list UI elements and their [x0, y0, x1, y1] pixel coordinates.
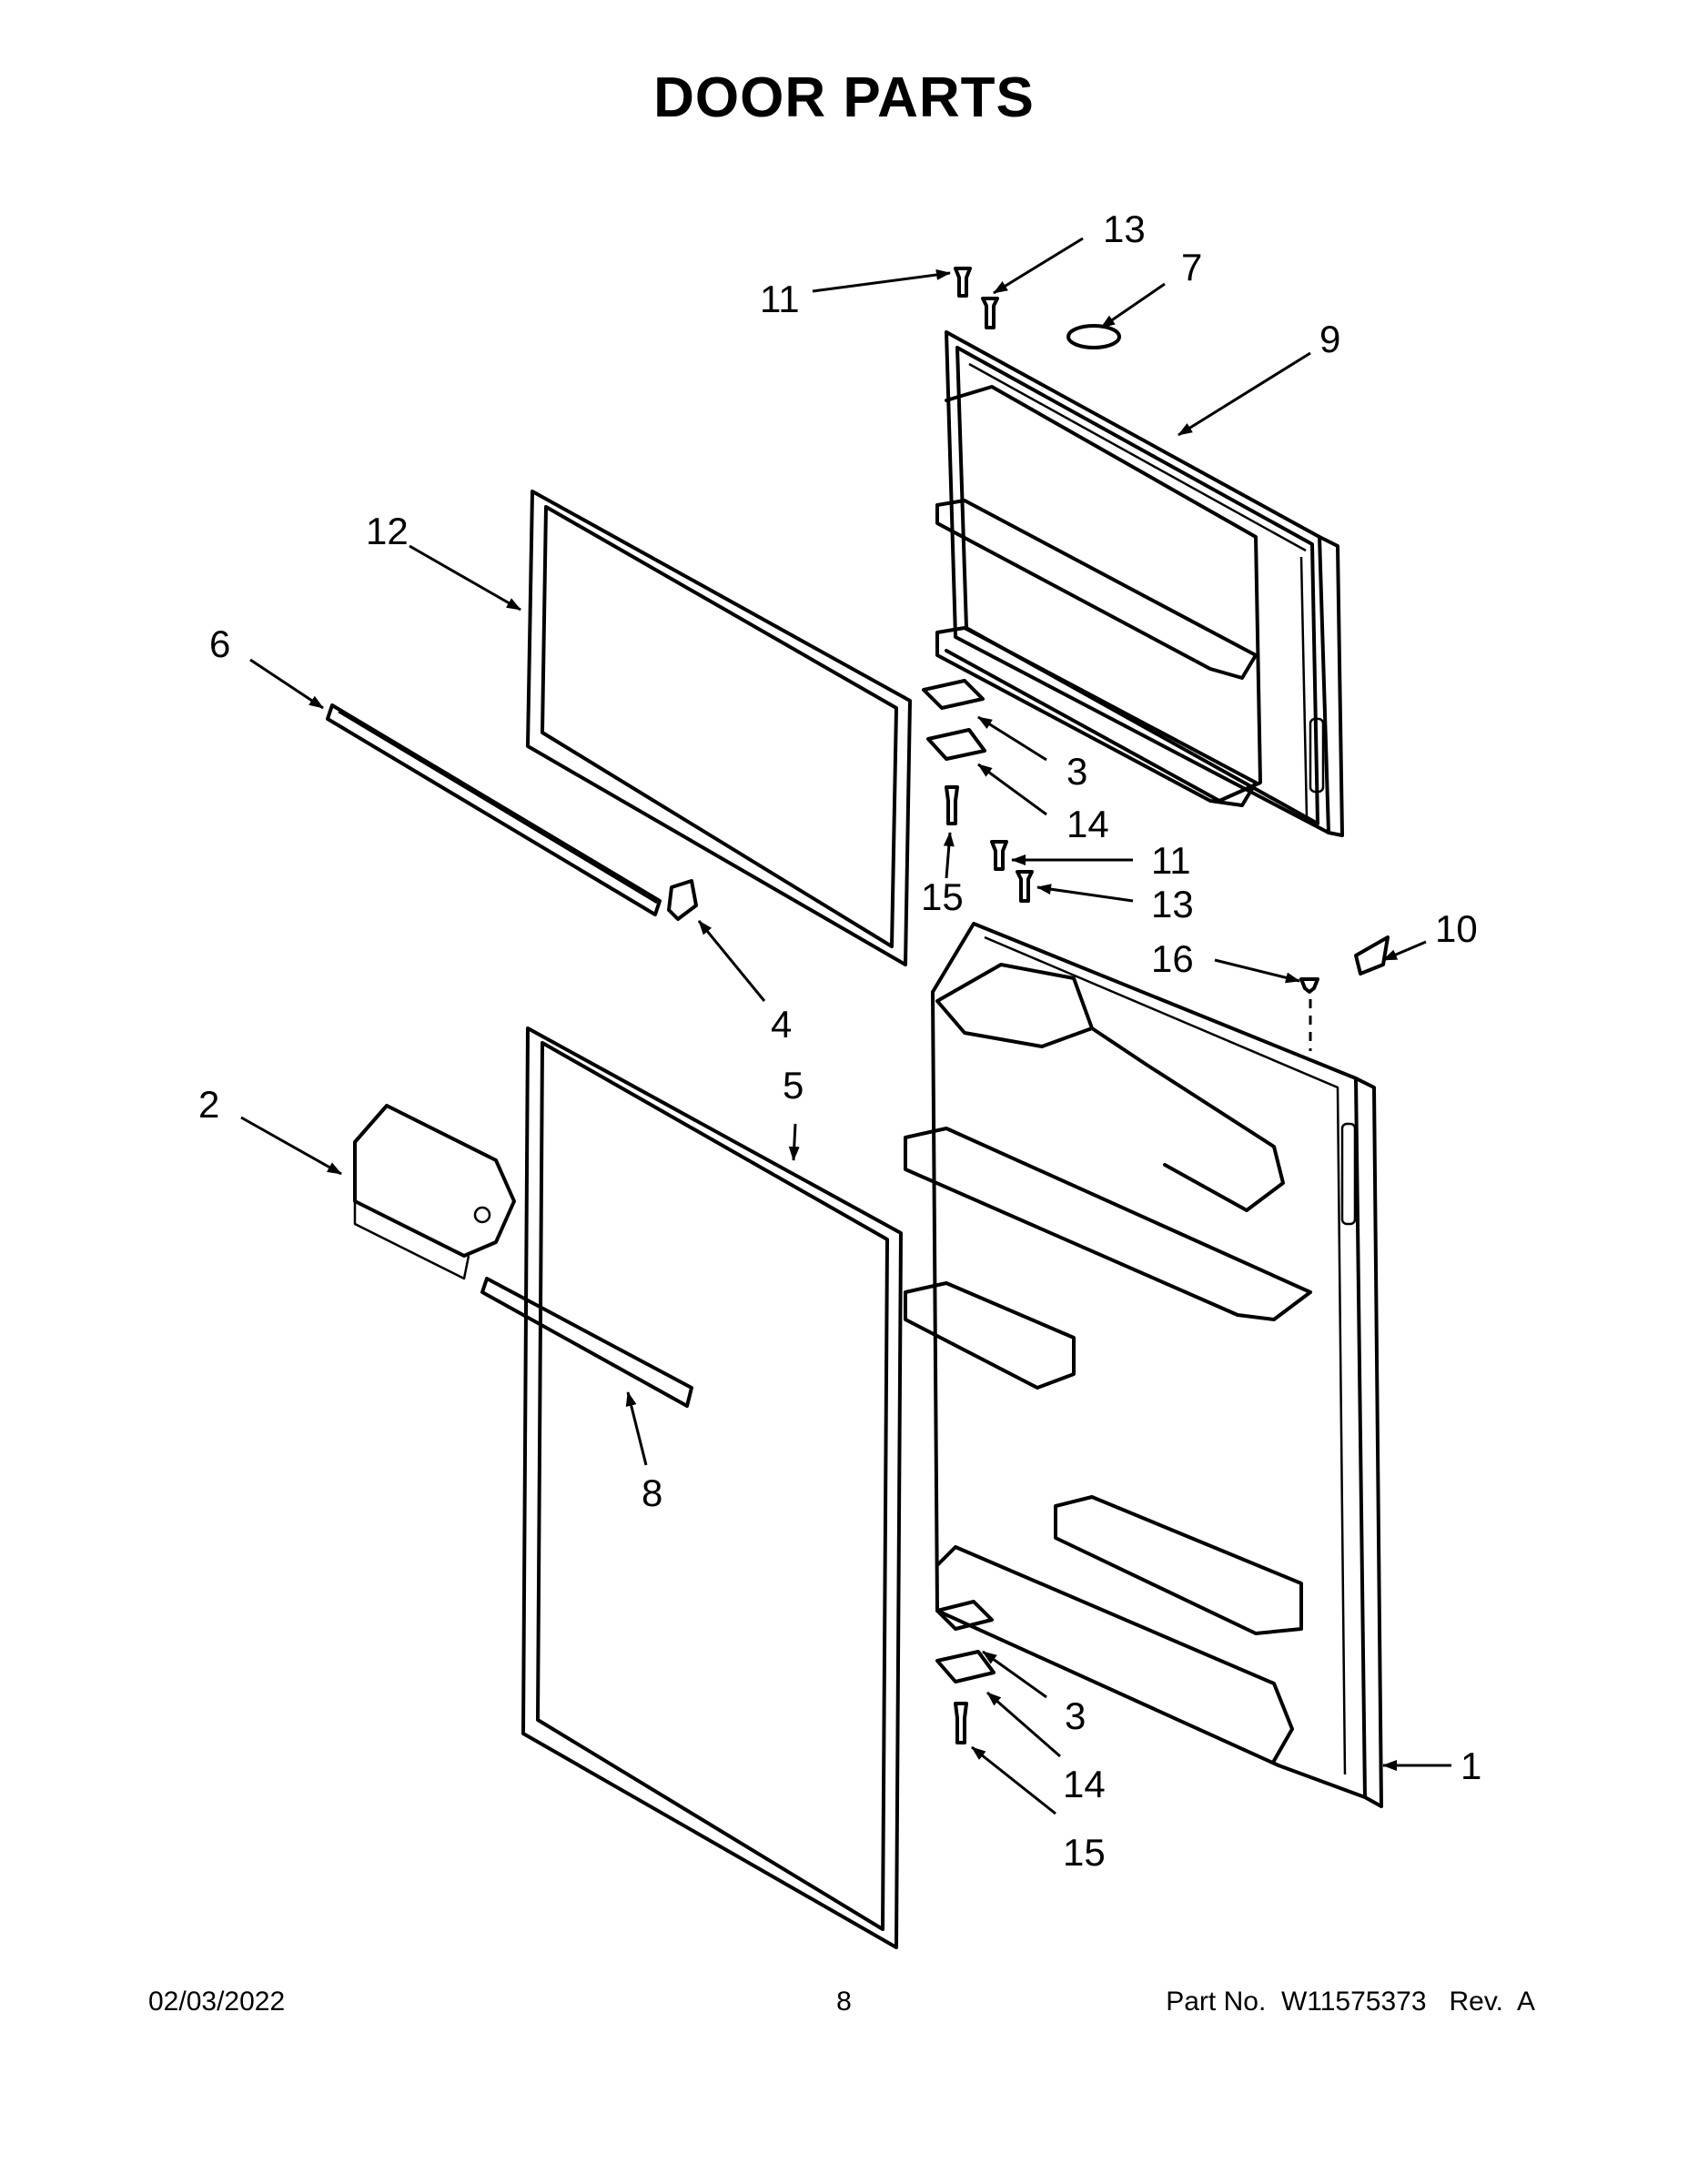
- callout-12: 12: [366, 510, 409, 552]
- freezer-lower-hinge: [922, 679, 986, 825]
- freezer-top-fasteners: [954, 267, 999, 329]
- callout-7: 7: [1181, 246, 1202, 288]
- callout-15-upper: 15: [921, 875, 964, 918]
- refrigerator-door: [904, 922, 1383, 1808]
- callout-2: 2: [198, 1083, 219, 1126]
- callout-10: 10: [1435, 907, 1478, 950]
- footer-part-number: Part No. W11575373 Rev. A: [1166, 1987, 1535, 2017]
- freezer-trim-strip: [326, 703, 698, 921]
- leader-lines: [240, 237, 1451, 1815]
- callout-15-lower: 15: [1063, 1831, 1106, 1874]
- callout-labels: 13 11 7 9 12 6 3 14 15 11 13 10 16 4 5 2…: [198, 207, 1481, 1874]
- callout-14-upper: 14: [1066, 803, 1109, 845]
- callout-9: 9: [1319, 318, 1340, 360]
- callout-4: 4: [771, 1003, 792, 1046]
- dairy-door: [353, 1104, 516, 1280]
- callout-11-lower: 11: [1151, 839, 1191, 882]
- footer-date: 02/03/2022: [148, 1987, 286, 2017]
- callout-8: 8: [642, 1471, 662, 1514]
- refrigerator-trim-strip: [480, 1277, 693, 1408]
- page-title: DOOR PARTS: [653, 66, 1035, 129]
- callout-13-top: 13: [1103, 207, 1146, 250]
- callout-3-lower: 3: [1065, 1694, 1086, 1737]
- refrigerator-lower-hinge: [935, 1600, 996, 1744]
- callout-3-upper: 3: [1066, 750, 1087, 793]
- callout-14-lower: 14: [1063, 1763, 1106, 1805]
- callout-5: 5: [783, 1064, 804, 1107]
- refrigerator-gasket: [521, 1026, 903, 1949]
- freezer-door: [935, 324, 1344, 837]
- callout-13-lower: 13: [1151, 883, 1194, 925]
- freezer-gasket: [526, 490, 912, 966]
- callout-11-top: 11: [760, 278, 800, 320]
- callout-6: 6: [209, 622, 230, 665]
- refrigerator-top-fasteners: [990, 840, 1390, 1051]
- callout-16: 16: [1151, 937, 1194, 980]
- callout-1: 1: [1461, 1744, 1481, 1787]
- footer-page-number: 8: [836, 1987, 852, 2017]
